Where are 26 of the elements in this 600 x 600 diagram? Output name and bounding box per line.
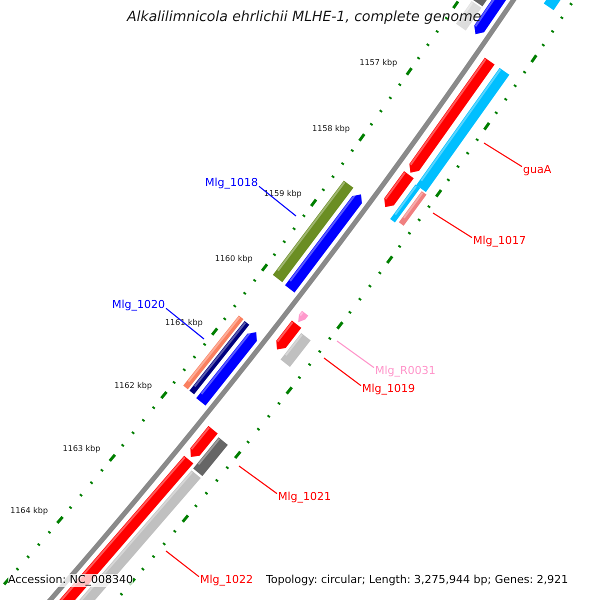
gene-label: Mlg_1020 bbox=[112, 298, 165, 312]
gene-label: Mlg_R0031 bbox=[375, 364, 436, 378]
tick-label: 1162 kbp bbox=[114, 381, 152, 391]
tick-label: 1164 kbp bbox=[10, 506, 48, 516]
tick-label: 1157 kbp bbox=[359, 58, 398, 67]
leader-line bbox=[324, 358, 362, 386]
gene-label: Mlg_1017 bbox=[473, 234, 526, 248]
leader-line bbox=[336, 340, 374, 368]
leader-line bbox=[166, 308, 204, 340]
gene-label: Mlg_1021 bbox=[278, 490, 332, 504]
gene-label: Mlg_1022 bbox=[200, 574, 254, 586]
gene-label: Mlg_1018 bbox=[204, 176, 258, 190]
leader-line bbox=[432, 212, 472, 238]
tick-label: 1160 kbp bbox=[214, 254, 253, 264]
tick-label: 1161 kbp bbox=[164, 318, 203, 328]
leader-line bbox=[238, 466, 278, 494]
leader-line bbox=[484, 142, 522, 168]
gene-label: Mlg_1019 bbox=[362, 382, 416, 396]
gene-label: guaA bbox=[523, 164, 552, 176]
footer-text: Topology: circular; Length: 3,275,944 bp; Genes: 2,921 bbox=[266, 574, 568, 587]
tick-label: 1163 kbp bbox=[62, 444, 100, 454]
leader-line bbox=[166, 550, 200, 578]
title: Alkalilimnicola ehrlichii MLHE-1, complete genome bbox=[127, 9, 482, 26]
tick-label: 1158 kbp bbox=[312, 124, 350, 134]
leader-line bbox=[258, 186, 296, 216]
footer-text: Accession: NC_008340 bbox=[8, 574, 134, 587]
